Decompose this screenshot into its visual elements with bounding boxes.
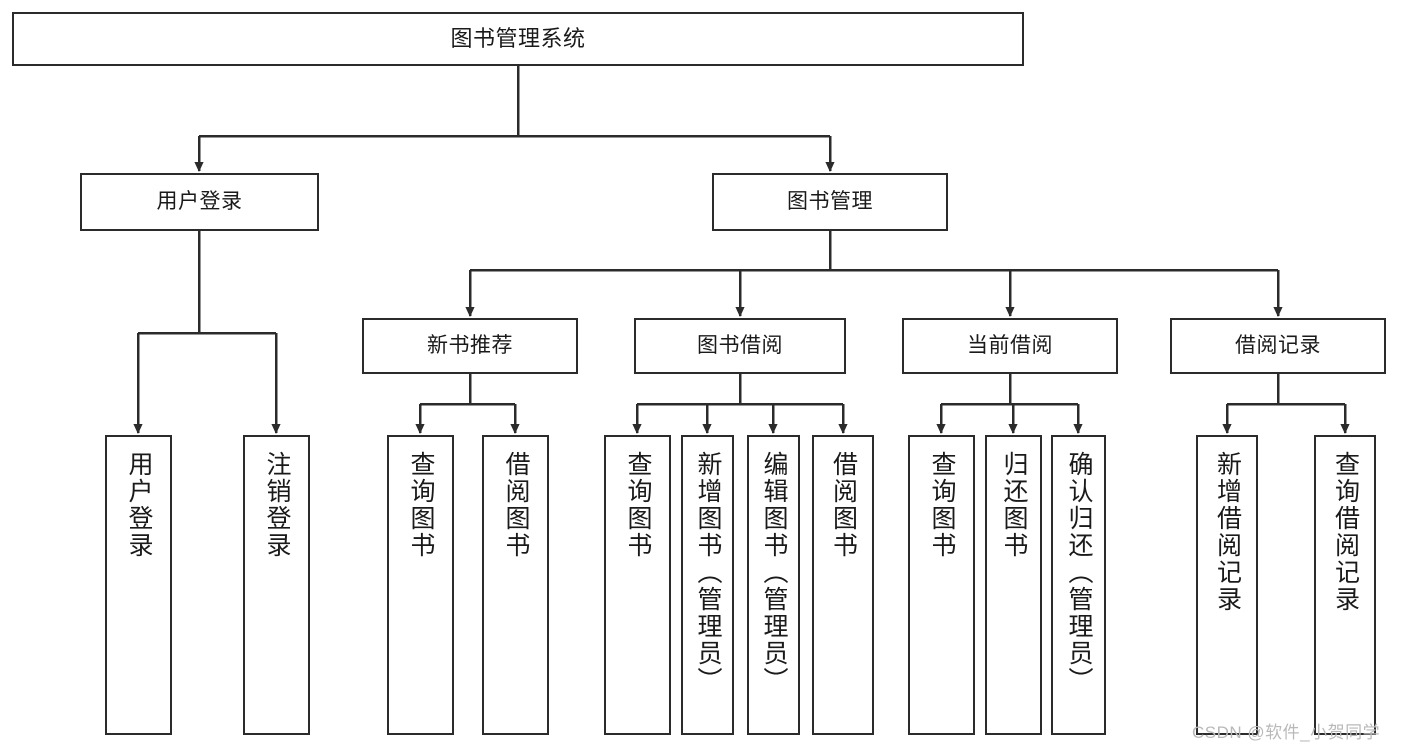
node-leaf-logout[interactable]: 注销登录 xyxy=(243,435,310,735)
node-label: 编辑图书（管理员） xyxy=(760,451,788,694)
node-leaf-rec-borrow[interactable]: 借阅图书 xyxy=(482,435,549,735)
node-leaf-cb-query[interactable]: 查询图书 xyxy=(908,435,975,735)
node-leaf-bb-query[interactable]: 查询图书 xyxy=(604,435,671,735)
node-label: 图书管理系统 xyxy=(450,25,586,51)
node-book-manage[interactable]: 图书管理 xyxy=(712,173,948,231)
node-leaf-cb-confirm[interactable]: 确认归还（管理员） xyxy=(1051,435,1106,735)
node-leaf-bb-edit[interactable]: 编辑图书（管理员） xyxy=(747,435,800,735)
node-label: 新增图书（管理员） xyxy=(694,451,722,694)
node-leaf-br-query[interactable]: 查询借阅记录 xyxy=(1314,435,1376,735)
node-label: 查询图书 xyxy=(624,451,652,559)
watermark: CSDN @软件_小贺同学 xyxy=(1192,723,1381,742)
node-leaf-rec-query[interactable]: 查询图书 xyxy=(387,435,454,735)
node-label: 新增借阅记录 xyxy=(1213,451,1242,613)
node-borrow-record[interactable]: 借阅记录 xyxy=(1170,318,1386,374)
node-leaf-user-login[interactable]: 用户登录 xyxy=(105,435,172,735)
node-book-borrow[interactable]: 图书借阅 xyxy=(634,318,846,374)
node-label: 借阅图书 xyxy=(829,451,858,559)
node-label: 借阅记录 xyxy=(1235,334,1321,358)
node-root[interactable]: 图书管理系统 xyxy=(12,12,1024,66)
node-label: 用户登录 xyxy=(156,190,243,214)
node-label: 图书管理 xyxy=(787,190,873,214)
node-leaf-br-add[interactable]: 新增借阅记录 xyxy=(1196,435,1258,735)
node-user-login[interactable]: 用户登录 xyxy=(80,173,319,231)
node-label: 确认归还（管理员） xyxy=(1065,451,1093,694)
node-label: 归还图书 xyxy=(1000,451,1028,559)
node-label: 查询图书 xyxy=(928,451,956,559)
node-label: 新书推荐 xyxy=(427,334,513,358)
node-label: 借阅图书 xyxy=(502,451,530,559)
node-label: 查询借阅记录 xyxy=(1331,451,1360,613)
node-label: 注销登录 xyxy=(263,451,291,559)
node-label: 图书借阅 xyxy=(697,334,783,358)
edge-paths xyxy=(133,66,1350,434)
node-new-book-rec[interactable]: 新书推荐 xyxy=(362,318,578,374)
node-leaf-bb-add[interactable]: 新增图书（管理员） xyxy=(681,435,734,735)
node-leaf-cb-return[interactable]: 归还图书 xyxy=(985,435,1042,735)
node-current-borrow[interactable]: 当前借阅 xyxy=(902,318,1118,374)
node-label: 查询图书 xyxy=(407,451,435,559)
node-label: 用户登录 xyxy=(125,451,153,559)
node-leaf-bb-borrow[interactable]: 借阅图书 xyxy=(812,435,874,735)
node-label: 当前借阅 xyxy=(967,334,1053,358)
